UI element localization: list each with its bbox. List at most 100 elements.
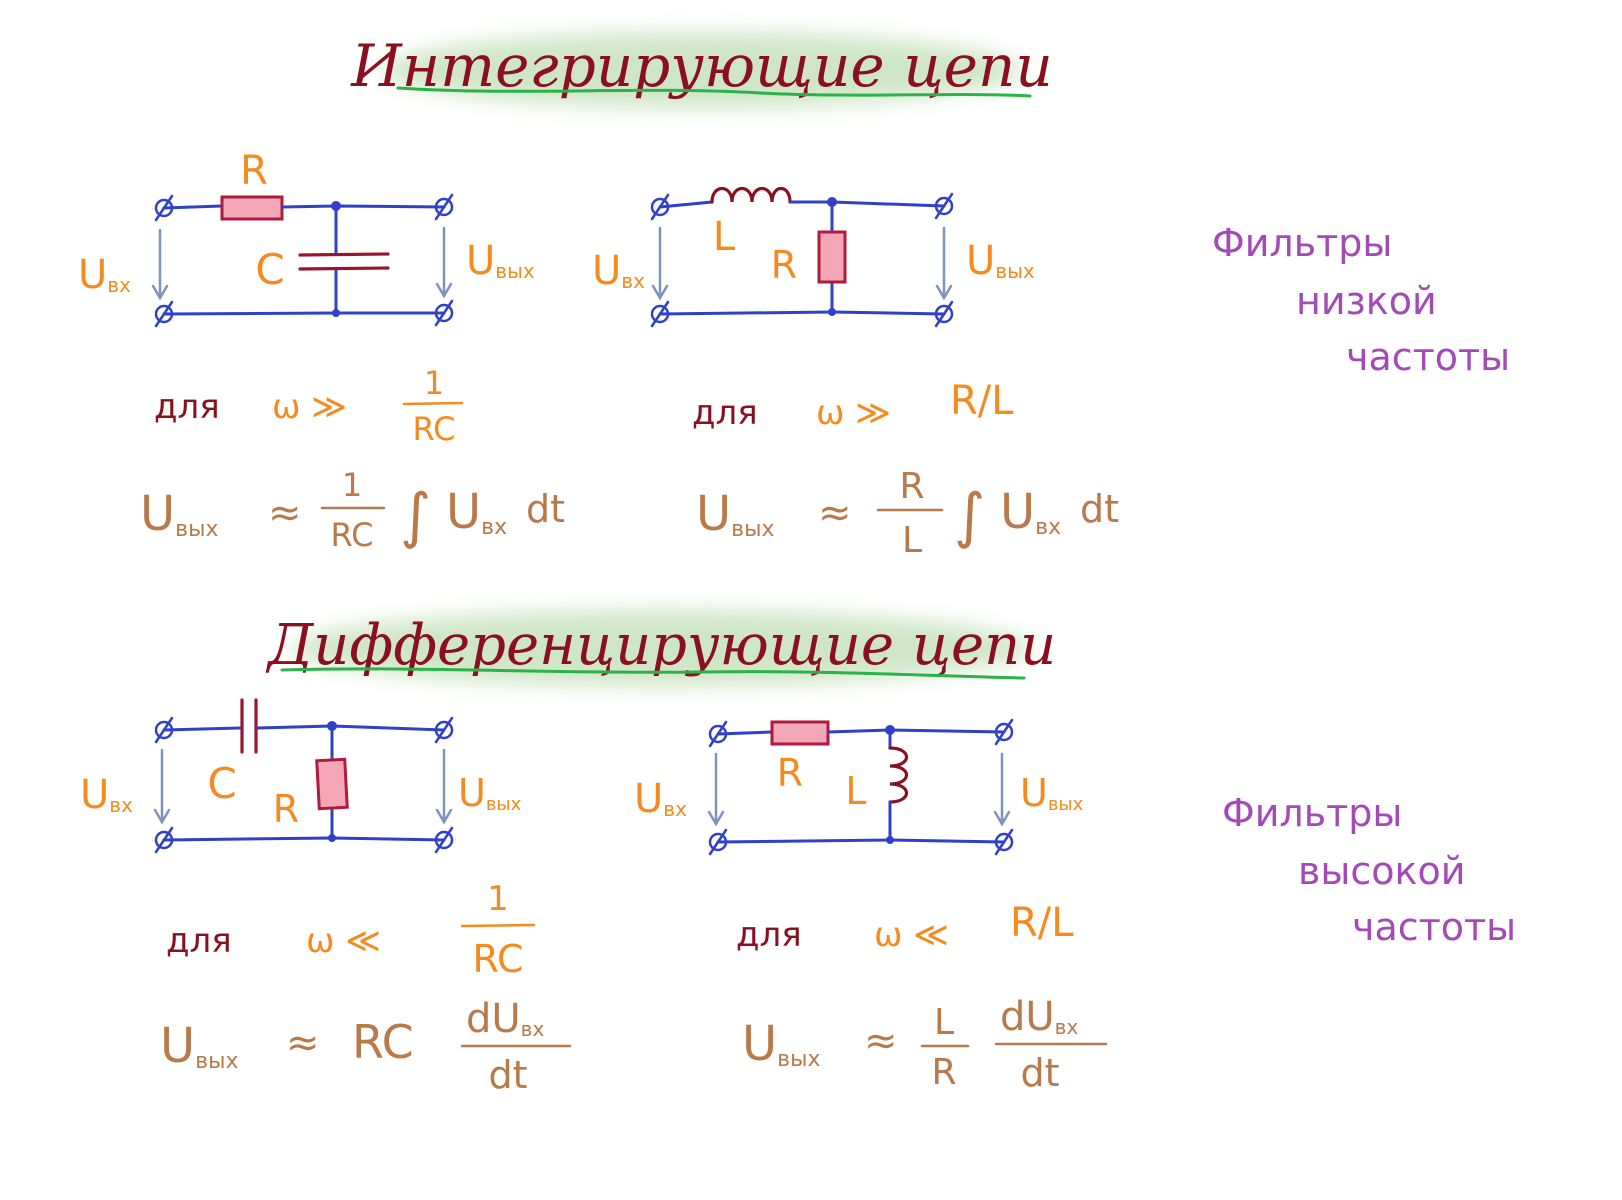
low-pass-note-line1: Фильтры — [1212, 221, 1392, 265]
cr-diff-formula-num: dUвх — [466, 996, 544, 1042]
rl-diff-formula-frac-den: R — [931, 1052, 956, 1093]
junction-dot-icon — [327, 721, 337, 731]
rl-int-top-wire-right — [788, 200, 946, 208]
rl-diff-uout-label: Uвых — [1020, 771, 1084, 815]
voltage-arrow-icon — [435, 226, 453, 299]
rl-diff-formula: Uвых ≈ L R dUвх dt — [742, 994, 1108, 1095]
cr-diff-formula-lhs: Uвых — [160, 1018, 239, 1074]
rl-int-formula: Uвых ≈ R L ∫ Uвх dt — [696, 466, 1119, 561]
cr-diff-condition-num: 1 — [487, 879, 509, 919]
rc-int-formula-dt: dt — [526, 487, 565, 531]
cr-diff-condition-lhs: ω ≪ — [306, 921, 381, 961]
high-pass-note-line1: Фильтры — [1222, 791, 1402, 835]
voltage-arrow-icon — [151, 228, 169, 301]
rl-diff-condition: для ω ≪ R/L — [736, 900, 1074, 955]
cr-diff-condition-word: для — [166, 921, 232, 961]
rc-int-condition-den: RC — [413, 410, 456, 448]
rl-diff-uin-label: Uвх — [634, 776, 687, 822]
rc-int-uin-label: Uвх — [78, 252, 131, 298]
voltage-arrow-icon — [651, 226, 669, 301]
inductor-icon — [710, 186, 792, 204]
inductor-icon — [888, 746, 909, 804]
voltage-arrow-icon — [435, 748, 453, 825]
rl-int-formula-num: R — [899, 466, 924, 507]
rc-int-condition-bar — [402, 401, 464, 406]
integrating-title-glow — [382, 32, 1022, 108]
capacitor-plate-icon — [298, 266, 390, 271]
rl-int-formula-dt: dt — [1080, 487, 1119, 531]
resistor-icon — [315, 757, 349, 811]
junction-dot-icon — [331, 201, 341, 211]
junction-dot-icon — [828, 308, 836, 316]
junction-dot-icon — [827, 197, 837, 207]
low-pass-note-line2: низкой — [1296, 279, 1437, 323]
rc-int-condition: для ω ≫ 1 RC — [154, 364, 464, 448]
rc-int-r-label: R — [240, 148, 268, 194]
voltage-arrow-icon — [935, 226, 953, 301]
rl-int-bottom-wire — [658, 310, 946, 316]
low-pass-note-line3: частоты — [1346, 335, 1510, 379]
cr-diff-bottom-wire — [162, 836, 446, 842]
resistor-icon — [220, 195, 284, 221]
integrating-title-underline — [396, 86, 1032, 98]
rl-diff-r-label: R — [777, 751, 803, 795]
rl-int-formula-lhs: Uвых — [696, 486, 775, 542]
rl-diff-formula-frac-num: L — [934, 1002, 954, 1043]
rl-int-r-label: R — [771, 243, 797, 287]
rl-diff-l-label: L — [845, 769, 866, 813]
rl-int-formula-den: L — [902, 520, 922, 561]
rc-int-uout-label: Uвых — [466, 238, 535, 284]
junction-dot-icon — [885, 725, 895, 735]
cr-diff-uin-label: Uвх — [80, 772, 133, 818]
rc-int-formula-lhs: Uвых — [140, 486, 219, 542]
rl-diff-condition-rhs: R/L — [1010, 900, 1074, 946]
cr-diff-condition: для ω ≪ 1 RC — [166, 879, 536, 981]
rc-int-condition-num: 1 — [424, 364, 444, 402]
rl-int-condition-lhs: ω ≫ — [816, 393, 891, 433]
cr-diff-c-label: C — [207, 759, 236, 808]
rl-int-condition: для ω ≫ R/L — [692, 378, 1014, 433]
rl-int-integral-sign: ∫ — [954, 481, 985, 551]
rl-diff-formula-num: dUвх — [1000, 994, 1078, 1040]
low-pass-note: Фильтры низкой частоты — [1212, 221, 1510, 379]
junction-dot-icon — [886, 836, 894, 844]
rl-diff-bottom-wire — [716, 838, 1006, 844]
differentiating-title-underline — [280, 667, 1026, 680]
rl-diff-condition-lhs: ω ≪ — [874, 915, 949, 955]
voltage-arrow-icon — [707, 752, 725, 827]
rc-int-integral-sign: ∫ — [400, 481, 431, 551]
resistor-icon — [817, 230, 847, 284]
rl-diff-top-wire-right — [826, 728, 1006, 734]
junction-dot-icon — [328, 834, 336, 842]
integrating-title-block: Интегрирующие цепи — [350, 32, 1053, 108]
differentiating-title-block: Дифференцирующие цепи — [265, 610, 1056, 686]
high-pass-note: Фильтры высокой частоты — [1222, 791, 1516, 949]
rc-int-condition-lhs: ω ≫ — [272, 387, 347, 427]
rc-int-formula: Uвых ≈ 1 RC ∫ Uвх dt — [140, 466, 565, 554]
rl-diff-formula-den: dt — [1020, 1051, 1059, 1095]
cr-differentiator-circuit: C R Uвх Uвых — [80, 698, 522, 854]
high-pass-note-line3: частоты — [1352, 905, 1516, 949]
rl-int-condition-rhs: R/L — [950, 378, 1014, 424]
high-pass-note-line2: высокой — [1298, 849, 1465, 893]
rc-int-top-wire-left — [162, 204, 224, 210]
cr-diff-top-wire-left — [162, 726, 242, 732]
cr-diff-condition-den: RC — [472, 937, 523, 981]
cr-diff-r-label: R — [273, 787, 299, 831]
rl-integrator-circuit: L R Uвх Uвых — [592, 186, 1035, 328]
rc-int-bottom-wire — [162, 311, 446, 316]
junction-dot-icon — [332, 309, 340, 317]
rc-integrator-circuit: R C Uвх Uвых — [78, 148, 535, 328]
rl-int-l-label: L — [713, 214, 736, 260]
rc-int-formula-approx: ≈ — [268, 490, 302, 536]
cr-diff-uout-label: Uвых — [458, 771, 522, 815]
rl-int-formula-u: Uвх — [1000, 484, 1061, 540]
rl-int-uout-label: Uвых — [966, 238, 1035, 284]
differentiating-title-glow — [292, 610, 1032, 686]
rl-diff-formula-approx: ≈ — [864, 1018, 898, 1064]
cr-diff-formula-rc: RC — [352, 1015, 414, 1069]
rl-differentiator-circuit: R L Uвх Uвых — [634, 718, 1084, 856]
rc-int-formula-u: Uвх — [446, 484, 507, 540]
rc-int-formula-num: 1 — [342, 466, 362, 504]
